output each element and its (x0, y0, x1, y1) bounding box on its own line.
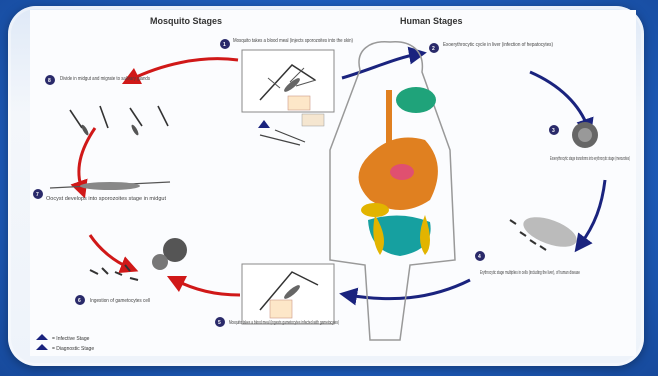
legend-diagnostic: = Diagnostic Stage (52, 346, 94, 352)
svg-text:1: 1 (223, 42, 226, 48)
intestine (368, 215, 431, 256)
step-5: 5 Mosquito takes a blood meal (ingests g… (215, 317, 339, 327)
diagram-canvas: Mosquito Stages Human Stages (30, 10, 636, 356)
step-3: 3 Exoerythrocytic stage transforms into … (549, 125, 630, 162)
step-7: 7 Oocyst develops into sporozoites stage… (33, 189, 167, 202)
heart (390, 164, 414, 180)
hepatocyte-cell (572, 122, 598, 148)
image-frame: Mosquito Stages Human Stages (8, 6, 644, 366)
diagnostic-triangle-icon (258, 120, 270, 128)
arrow-left-top (70, 127, 97, 199)
lung (396, 87, 436, 113)
midgut-oocyst (49, 181, 171, 190)
svg-text:5: 5 (218, 320, 221, 326)
step-6: 6 Ingestion of gametocytes cell (75, 295, 150, 305)
step-4-label: Erythrocytic stage multiplies in cells (… (480, 270, 580, 276)
arrow-left-bottom (88, 234, 139, 274)
red-blood-cells (509, 217, 577, 251)
mosquito-stages-title: Mosquito Stages (150, 16, 222, 26)
step-8-label: Divide in midgut and migrate to salivary… (60, 76, 150, 82)
sporozoite-drawing (258, 113, 325, 146)
svg-text:6: 6 (78, 298, 81, 304)
svg-text:8: 8 (48, 78, 51, 84)
mosquito-bloodmeal-top (241, 49, 335, 113)
gametocyte-cluster (89, 238, 187, 281)
step-4: 4 Erythrocytic stage multiplies in cells… (475, 251, 580, 276)
svg-text:4: 4 (478, 254, 481, 260)
step-2-label: Exoerythrocytic cycle in liver (infectio… (443, 42, 553, 48)
human-stages-title: Human Stages (400, 16, 463, 26)
step-2: 2 Exoerythrocytic cycle in liver (infect… (429, 42, 553, 53)
arrow-merozoites-to-cells (574, 179, 607, 253)
ookinete-drawings (69, 105, 169, 136)
stomach (361, 203, 389, 217)
arrow-mosquito-to-midgut (121, 57, 239, 85)
mosquito-bloodmeal-bottom (241, 263, 335, 325)
step-1: 1 Mosquito takes a blood meal (injects s… (220, 38, 353, 49)
life-cycle-diagram: Mosquito Stages Human Stages (33, 16, 630, 352)
svg-text:7: 7 (36, 192, 39, 198)
step-6-label: Ingestion of gametocytes cell (90, 298, 150, 304)
human-body-figure (329, 41, 456, 341)
step-5-label: Mosquito takes a blood meal (ingests gam… (229, 320, 339, 326)
legend-infective: = Infective Stage (52, 336, 90, 342)
svg-text:3: 3 (552, 128, 555, 134)
esophagus (386, 90, 392, 160)
arrow-bloodmeal-to-gametocyte (166, 275, 241, 297)
step-3-label: Exoerythrocytic stage transforms into er… (550, 156, 630, 162)
legend: = Infective Stage = Diagnostic Stage (36, 334, 94, 352)
arrow-cells-to-bloodmeal (339, 278, 471, 306)
arrow-liver-to-merozoites (529, 70, 594, 137)
diagnostic-stage-icon (36, 344, 48, 350)
svg-text:2: 2 (432, 46, 435, 52)
step-7-label: Oocyst develops into sporozoites stage i… (46, 196, 167, 202)
arrow-skin-to-liver (341, 46, 427, 80)
step-1-label: Mosquito takes a blood meal (injects spo… (233, 38, 353, 44)
step-8: 8 Divide in midgut and migrate to saliva… (45, 75, 150, 85)
infective-stage-icon (36, 334, 48, 340)
